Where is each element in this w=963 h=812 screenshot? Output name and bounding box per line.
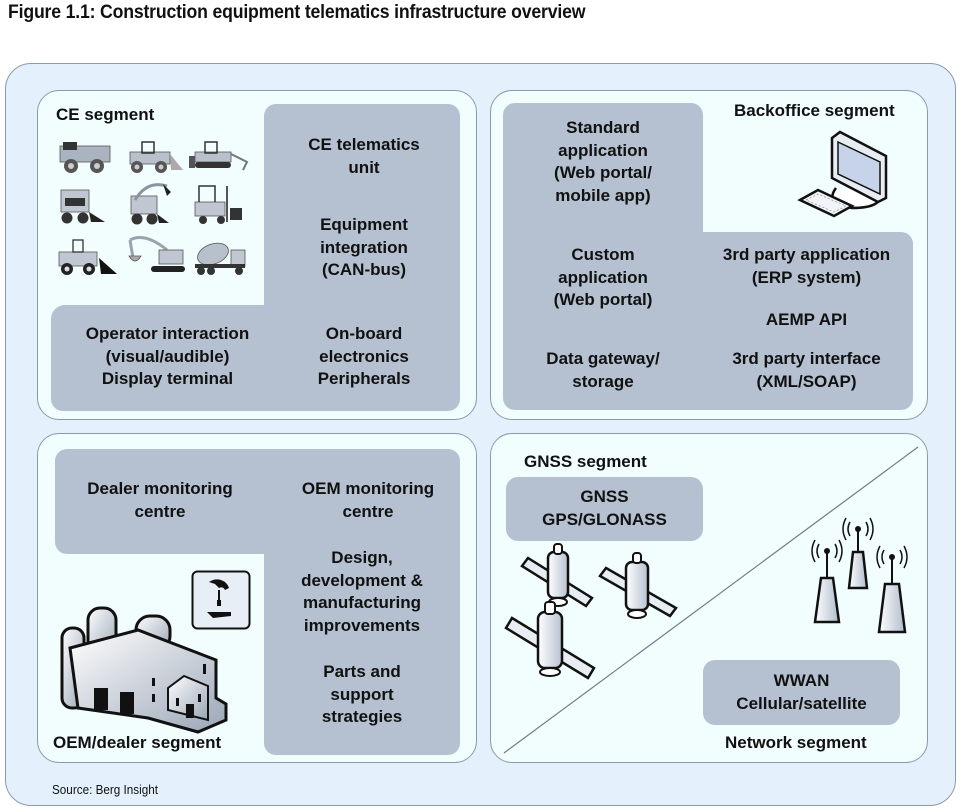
wheel-loader-icon: [58, 239, 117, 275]
wheel-loader-dozer-icon: [129, 141, 183, 173]
satellite-icon: [520, 543, 594, 608]
ce-segment-title: CE segment: [56, 105, 155, 124]
satellite-icon: [598, 552, 678, 619]
cellular-antennas: [811, 517, 908, 634]
antenna-tower-icon: [811, 539, 843, 624]
ce-telematics-block-upper: [264, 104, 460, 314]
oem-strategy-block: [264, 550, 460, 755]
wwan-block-label: WWAN Cellular/satellite: [736, 671, 867, 713]
third-party-interface-label: 3rd party interface (XML/SOAP): [732, 349, 881, 391]
custom-application-label: Custom application (Web portal): [553, 245, 653, 309]
standard-application-label: Standard application (Web portal/ mobile…: [554, 118, 652, 205]
parts-support-label: Parts and support strategies: [321, 662, 403, 726]
onboard-electronics-label: On-board electronics Peripherals: [317, 324, 411, 388]
desktop-computer-icon: [797, 130, 888, 218]
dealer-monitoring-label: Dealer monitoring centre: [87, 479, 233, 521]
segment-divider-line: [503, 446, 919, 754]
forklift-icon: [194, 185, 242, 224]
oem-monitoring-label: OEM monitoring centre: [301, 479, 435, 521]
backoffice-block-right: [700, 232, 913, 410]
third-party-application-label: 3rd party application (ERP system): [722, 245, 891, 287]
ce-telematics-unit-label: CE telematics unit: [308, 135, 420, 177]
skid-steer-arm-icon: [130, 183, 171, 225]
backoffice-segment-title: Backoffice segment: [734, 101, 895, 120]
gnss-block: [506, 477, 703, 541]
data-gateway-label: Data gateway/ storage: [546, 349, 660, 391]
crawler-dozer-icon: [189, 141, 249, 171]
oem-dealer-segment-title: OEM/dealer segment: [53, 733, 222, 752]
equipment-integration-label: Equipment integration (CAN-bus): [320, 215, 408, 279]
design-development-label: Design, development & manufacturing impr…: [301, 548, 423, 635]
source-note: Source: Berg Insight: [52, 782, 159, 797]
hand-over-key-icon: [191, 570, 251, 630]
dump-truck-icon: [59, 142, 111, 173]
skid-steer-loader-icon: [60, 189, 105, 224]
ce-block-corner-fill: [264, 300, 460, 320]
gnss-segment-title: GNSS segment: [524, 452, 647, 471]
gnss-block-label: GNSS GPS/GLONASS: [542, 487, 667, 529]
ce-telematics-block-lower: [51, 305, 460, 411]
wwan-block: [703, 660, 900, 725]
factory-icon: [60, 606, 228, 734]
backoffice-block-left: [503, 103, 703, 410]
antenna-tower-icon: [876, 545, 908, 634]
operator-interaction-label: Operator interaction (visual/audible) Di…: [85, 324, 250, 388]
satellite-icon: [504, 601, 596, 680]
construction-equipment-icons: [58, 141, 249, 275]
aemp-api-label: AEMP API: [765, 310, 848, 329]
excavator-icon: [128, 236, 185, 272]
network-segment-title: Network segment: [725, 733, 867, 752]
monitoring-centre-block: [55, 449, 460, 554]
antenna-tower-icon: [842, 517, 874, 590]
concrete-mixer-truck-icon: [195, 242, 246, 275]
figure-title: Figure 1.1: Construction equipment telem…: [8, 2, 586, 23]
gnss-satellites: [504, 543, 678, 680]
